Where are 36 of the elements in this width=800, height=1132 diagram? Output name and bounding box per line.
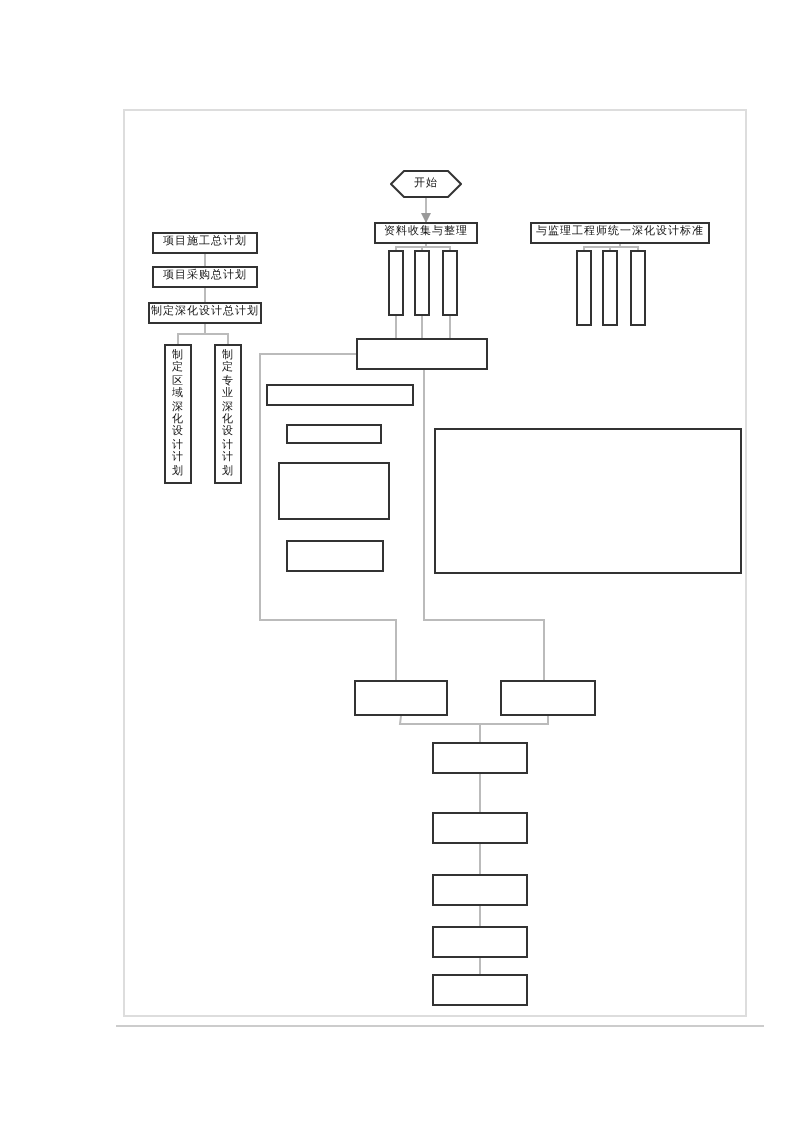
empty-box bbox=[432, 874, 528, 906]
connector-line bbox=[421, 315, 423, 339]
connector-line bbox=[425, 243, 451, 251]
connector-line bbox=[479, 843, 481, 875]
empty-box bbox=[278, 462, 390, 520]
empty-box bbox=[356, 338, 488, 370]
connector-line bbox=[204, 287, 206, 303]
empty-box bbox=[432, 974, 528, 1006]
empty-box bbox=[434, 428, 742, 574]
connector-line bbox=[479, 957, 481, 975]
empty-box bbox=[500, 680, 596, 716]
empty-box bbox=[266, 384, 414, 406]
empty-box bbox=[432, 742, 528, 774]
connector-line bbox=[479, 773, 481, 813]
empty-box bbox=[286, 424, 382, 444]
empty-box bbox=[388, 250, 404, 316]
empty-box bbox=[576, 250, 592, 326]
empty-box bbox=[354, 680, 448, 716]
empty-box bbox=[432, 926, 528, 958]
connector-line bbox=[204, 253, 206, 267]
connector-line bbox=[619, 243, 639, 251]
empty-box bbox=[602, 250, 618, 326]
connector-line bbox=[479, 905, 481, 927]
connector-line bbox=[204, 323, 229, 345]
connector-line bbox=[449, 315, 451, 339]
empty-box bbox=[286, 540, 384, 572]
empty-box bbox=[414, 250, 430, 316]
connector-line bbox=[479, 715, 549, 743]
connector-line bbox=[395, 243, 427, 251]
arrow bbox=[421, 197, 431, 223]
empty-box bbox=[630, 250, 646, 326]
empty-box bbox=[432, 812, 528, 844]
connector-line bbox=[423, 369, 545, 681]
empty-box bbox=[442, 250, 458, 316]
connector-line bbox=[259, 353, 397, 681]
connector-line bbox=[395, 315, 397, 339]
